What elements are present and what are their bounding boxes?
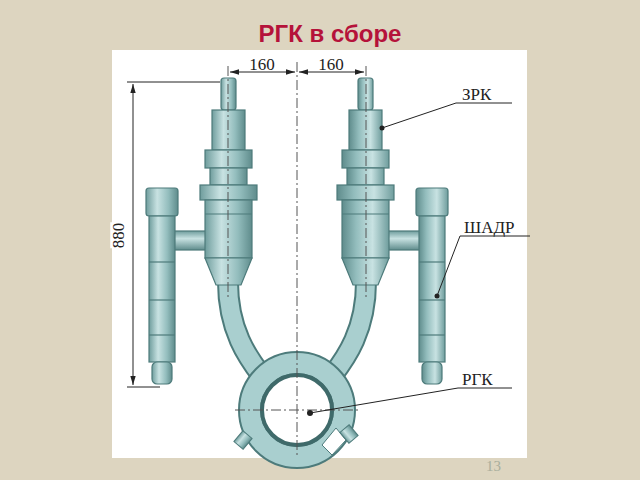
- page-number: 13: [486, 459, 501, 474]
- tee-branch: [174, 231, 206, 250]
- leaders: [310, 103, 530, 413]
- extension-line: [127, 387, 160, 388]
- shadr-cap: [146, 188, 178, 216]
- dimension: 160: [249, 56, 275, 73]
- shadr-body: [149, 216, 175, 362]
- leader-line: [382, 103, 512, 128]
- leader-dot: [435, 294, 440, 299]
- part-name: РГК: [462, 371, 493, 388]
- half-assembly: [146, 78, 262, 384]
- extension-line: [127, 82, 220, 83]
- dimension: 160: [318, 56, 344, 73]
- pipe: [228, 282, 262, 376]
- leader-dot: [380, 126, 385, 131]
- part-name: ШАДР: [464, 219, 514, 236]
- half-assembly-mirror: [332, 78, 448, 384]
- dimensions: [127, 72, 364, 387]
- band: [149, 261, 175, 262]
- pipe-outline: [228, 282, 262, 376]
- part-name: ЗРК: [462, 86, 491, 103]
- panel: [112, 50, 527, 458]
- axis: [235, 410, 360, 411]
- leader-dot: [307, 410, 313, 416]
- band: [149, 299, 175, 300]
- leader-line: [437, 236, 530, 296]
- center-axis: [297, 62, 298, 456]
- title: РГК в сборе: [259, 22, 402, 46]
- dimension: 880: [111, 222, 128, 248]
- nozzle: [340, 425, 358, 443]
- leader-line: [310, 388, 512, 413]
- shadr-tip: [152, 362, 172, 384]
- axis-lines: [228, 62, 366, 456]
- nozzle: [234, 431, 252, 449]
- band: [149, 334, 175, 335]
- dim-line: [133, 84, 134, 385]
- axis: [228, 66, 229, 300]
- axis: [366, 66, 367, 300]
